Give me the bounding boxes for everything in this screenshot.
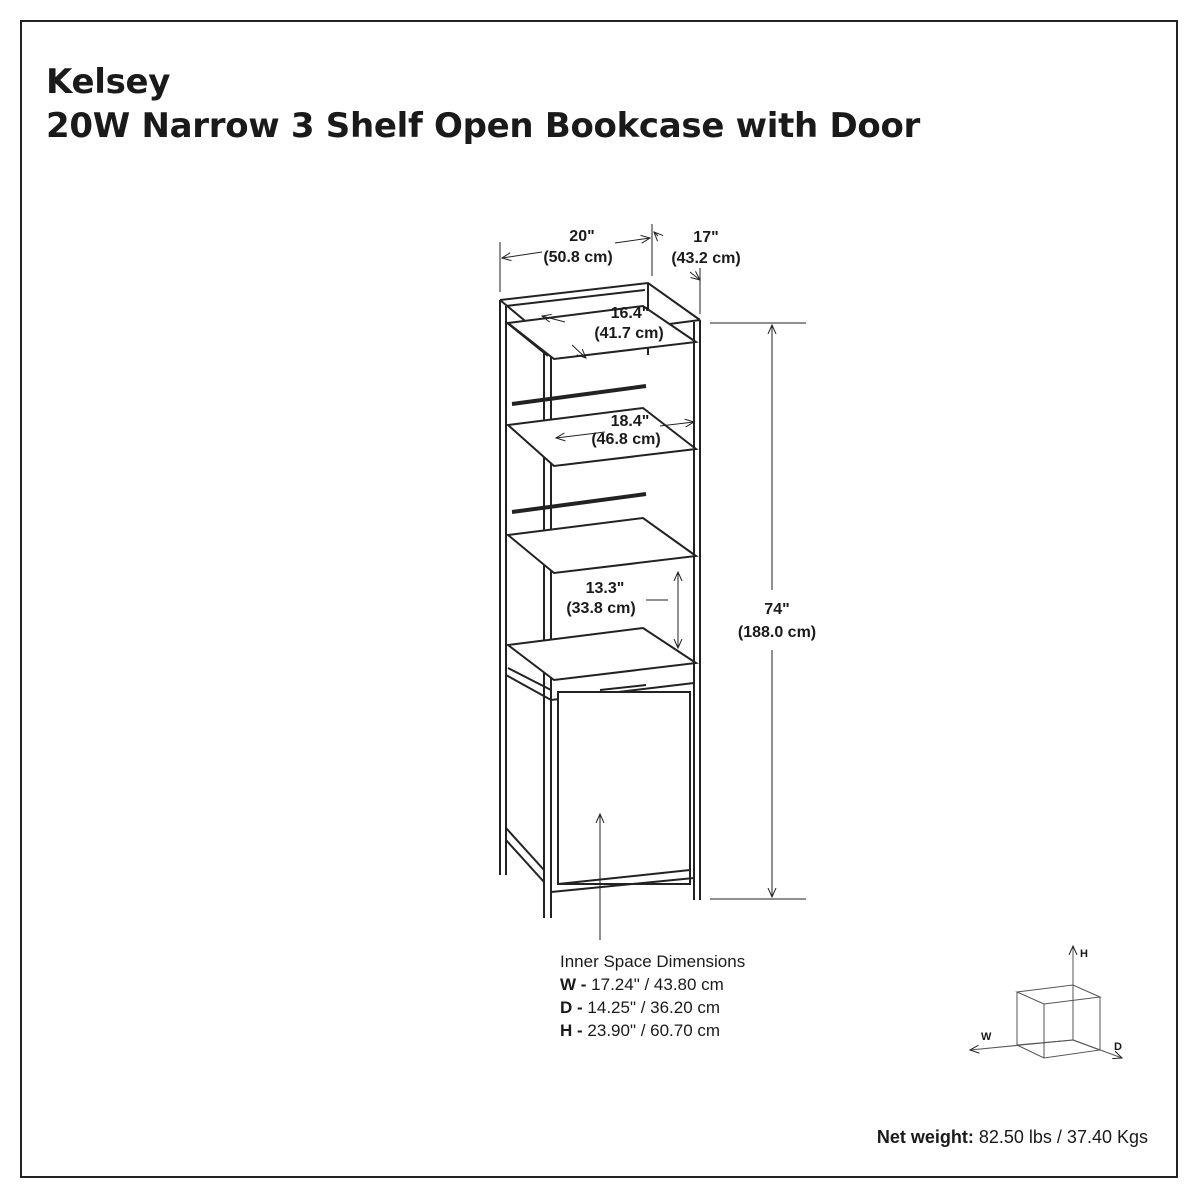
top-shelf-depth-cm-label: (41.7 cm) <box>594 325 663 342</box>
net-weight: Net weight: 82.50 lbs / 37.40 Kgs <box>877 1127 1148 1148</box>
inner-space-dimensions: Inner Space Dimensions W - 17.24" / 43.8… <box>560 950 745 1042</box>
shelf-4 <box>505 626 699 682</box>
shelf-2 <box>505 406 699 468</box>
cabinet <box>505 667 695 893</box>
axis-w-label: W <box>981 1031 992 1043</box>
width-cm-label: (50.8 cm) <box>543 249 612 266</box>
inner-space-heading: Inner Space Dimensions <box>560 952 746 971</box>
width-in-label: 20" <box>569 228 594 245</box>
axes-legend <box>970 946 1122 1058</box>
depth-cm-label: (43.2 cm) <box>671 250 740 267</box>
net-weight-label: Net weight: <box>876 1127 974 1147</box>
inner-space-key: D - <box>560 998 583 1017</box>
shelf-gap-cm-label: (33.8 cm) <box>566 600 635 617</box>
shelf-3 <box>505 516 699 575</box>
shelves <box>505 304 699 682</box>
inner-space-row-w: W - 17.24" / 43.80 cm <box>560 973 745 996</box>
inner-space-row-d: D - 14.25" / 36.20 cm <box>560 996 745 1019</box>
dimension-labels: 20" (50.8 cm) 17" (43.2 cm) 16.4" (41.7 … <box>543 228 816 641</box>
height-cm-label: (188.0 cm) <box>738 624 816 641</box>
shelf-width-in-label: 18.4" <box>611 413 650 430</box>
title-brand: Kelsey <box>46 62 171 102</box>
top-shelf-depth-in-label: 16.4" <box>611 305 650 322</box>
inner-space-value: 17.24" / 43.80 cm <box>591 975 724 994</box>
title-product: 20W Narrow 3 Shelf Open Bookcase with Do… <box>46 106 921 146</box>
border-frame <box>20 20 1178 1178</box>
shelf-width-cm-label: (46.8 cm) <box>591 431 660 448</box>
dimension-lines <box>499 224 806 940</box>
net-weight-value: 82.50 lbs / 37.40 Kgs <box>978 1127 1148 1147</box>
inner-space-value: 14.25" / 36.20 cm <box>587 998 721 1017</box>
back-rails <box>511 384 647 514</box>
depth-in-label: 17" <box>693 229 718 246</box>
axis-h-label: H <box>1080 948 1088 960</box>
height-in-label: 74" <box>764 601 789 618</box>
inner-space-value: 23.90" / 60.70 cm <box>587 1021 721 1040</box>
inner-space-key: W - <box>560 975 587 994</box>
inner-space-row-h: H - 23.90" / 60.70 cm <box>560 1019 745 1042</box>
page-title: Kelsey 20W Narrow 3 Shelf Open Bookcase … <box>46 60 920 148</box>
inner-space-key: H - <box>560 1021 583 1040</box>
axis-d-label: D <box>1114 1041 1122 1053</box>
shelf-gap-in-label: 13.3" <box>586 580 625 597</box>
cabinet-door <box>557 691 691 885</box>
